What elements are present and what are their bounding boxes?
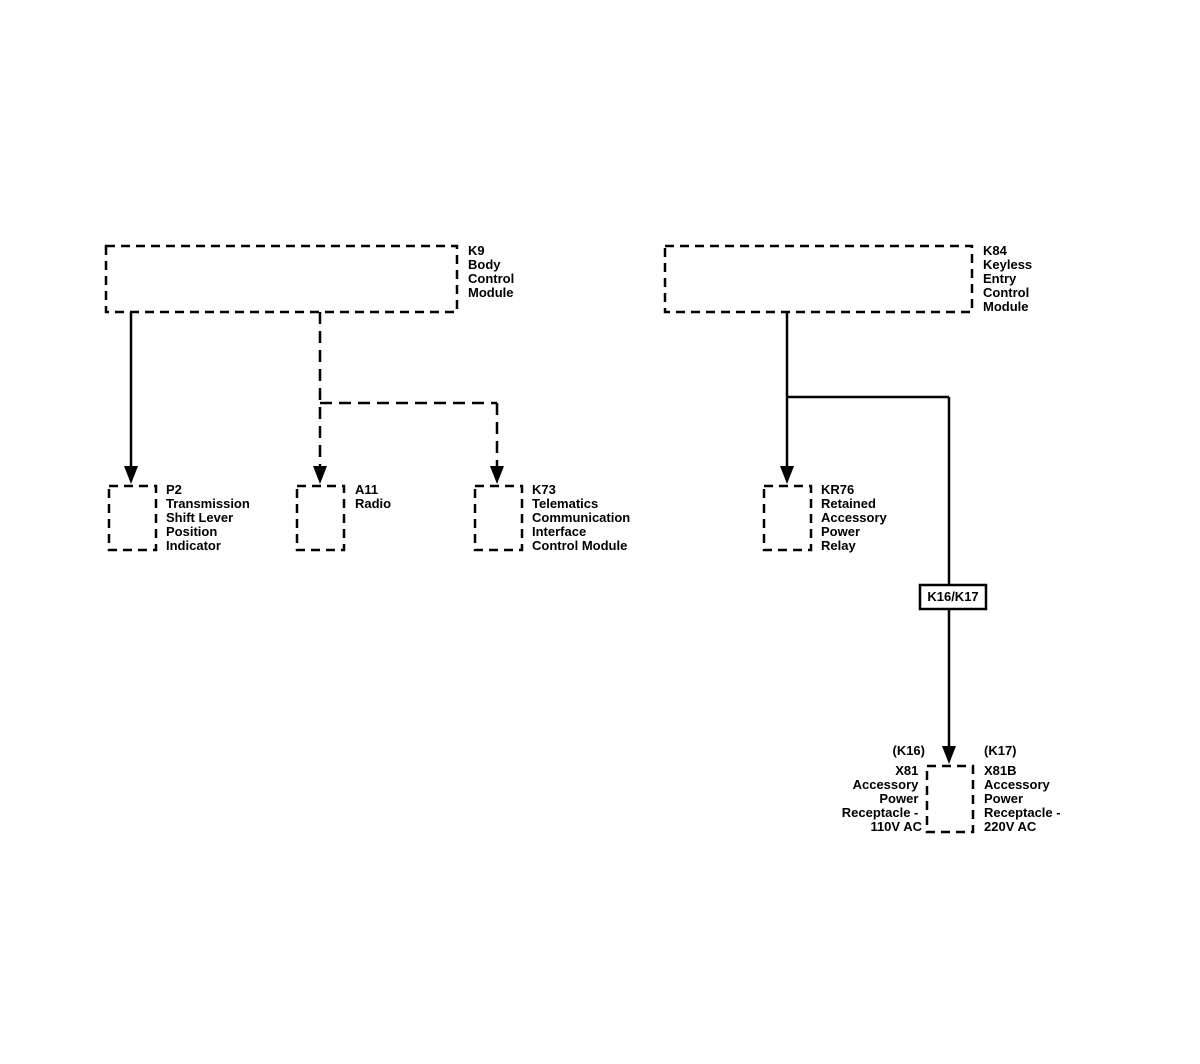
option-box-frame (918, 583, 988, 611)
k73-label: K73 Telematics Communication Interface C… (532, 482, 634, 553)
arrow-down-icon (313, 466, 327, 484)
p2-component-box (107, 484, 158, 552)
p2-label: P2 Transmission Shift Lever Position Ind… (166, 482, 253, 553)
k73-component-box (473, 484, 524, 552)
k9-body-control-module: K9 Body Control Module (104, 243, 518, 314)
x81-accessory-power-receptacle: (K16) X81 Accessory Power Receptacle - 1… (842, 743, 975, 834)
option-box-label: K16/K17 (927, 589, 978, 604)
wire-k9-to-p2 (124, 312, 138, 484)
wire-k84-to-x81 (787, 395, 956, 764)
x81-component-box (925, 764, 975, 834)
wire-k9-to-a11-k73 (313, 312, 504, 484)
kr76-retained-accessory-power-relay: KR76 Retained Accessory Power Relay (762, 482, 890, 553)
a11-component-box (295, 484, 346, 552)
arrow-down-icon (942, 746, 956, 764)
option-box-k16-k17: K16/K17 (918, 583, 988, 611)
p2-transmission-shift-lever-position-indicator: P2 Transmission Shift Lever Position Ind… (107, 482, 253, 553)
x81-option-label: (K16) (892, 743, 925, 758)
x81b-accessory-power-receptacle: (K17) X81B Accessory Power Receptacle - … (984, 743, 1064, 834)
k84-keyless-entry-control-module: K84 Keyless Entry Control Module (663, 243, 1036, 314)
k73-telematics-communication-interface-control-module: K73 Telematics Communication Interface C… (473, 482, 634, 553)
x81-label: X81 Accessory Power Receptacle - 110V AC (842, 763, 923, 834)
arrow-down-icon (490, 466, 504, 484)
kr76-label: KR76 Retained Accessory Power Relay (821, 482, 890, 553)
a11-radio: A11 Radio (295, 482, 391, 552)
kr76-component-box (762, 484, 813, 552)
wire-k84-to-kr76 (780, 312, 794, 484)
arrow-down-icon (124, 466, 138, 484)
k84-label: K84 Keyless Entry Control Module (983, 243, 1036, 314)
x81b-option-label: (K17) (984, 743, 1017, 758)
k84-module-box (663, 244, 974, 314)
x81b-label: X81B Accessory Power Receptacle - 220V A… (984, 763, 1064, 834)
k9-module-box (104, 244, 459, 314)
arrow-down-icon (780, 466, 794, 484)
a11-label: A11 Radio (355, 482, 391, 511)
k9-label: K9 Body Control Module (468, 243, 518, 300)
